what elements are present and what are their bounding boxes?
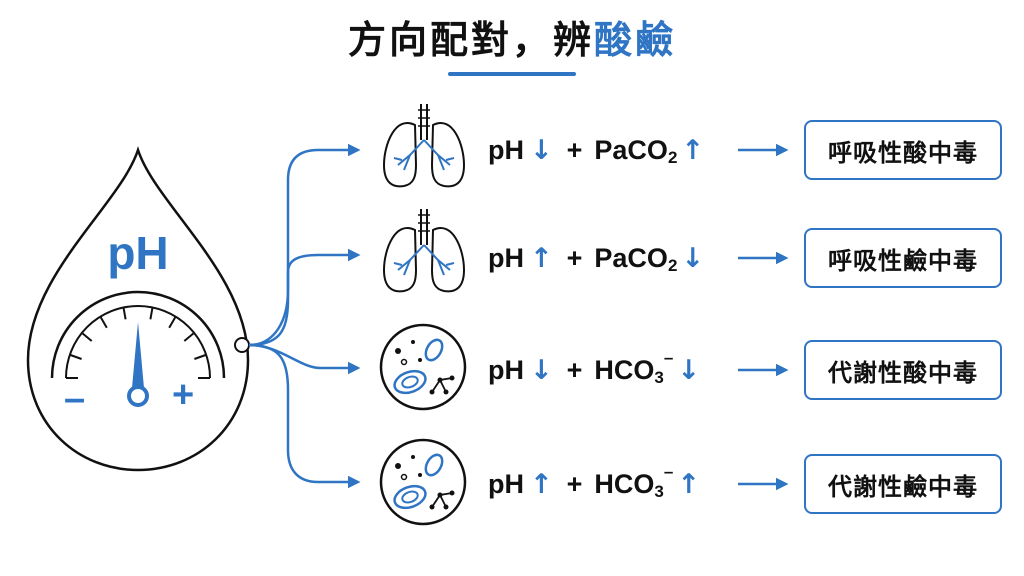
plus-sign: + bbox=[566, 242, 583, 273]
plus-sign: + bbox=[566, 468, 583, 499]
compound-text: PaCO bbox=[594, 242, 668, 273]
ph-down-arrow-icon: ↓ bbox=[530, 134, 553, 166]
compound-text: HCO bbox=[594, 468, 655, 499]
title-highlight: 酸鹼 bbox=[594, 18, 677, 62]
ph-up-arrow-icon: ↑ bbox=[530, 242, 553, 274]
branch-arrows bbox=[248, 143, 361, 489]
result-box-2: 呼吸性鹼中毒 bbox=[804, 228, 1002, 288]
gauge-icon bbox=[50, 290, 226, 407]
compound-subscript: 3 bbox=[654, 368, 664, 387]
title-main: 方向配對，辨 bbox=[347, 18, 594, 62]
compound-down-arrow-icon: ↓ bbox=[681, 242, 705, 274]
ph-up-arrow-icon: ↑ bbox=[530, 468, 553, 500]
cell-icon bbox=[379, 323, 467, 411]
compound-up-arrow-icon: ↑ bbox=[681, 134, 705, 166]
plus-sign: + bbox=[566, 354, 583, 385]
plus-sign: + bbox=[566, 134, 583, 165]
ph-text: pH bbox=[488, 468, 524, 499]
gauge-plus: + bbox=[172, 374, 195, 416]
branch-arrow-2 bbox=[248, 248, 361, 347]
page-title: 方向配對，辨酸鹼 bbox=[0, 14, 1024, 66]
compound-up-arrow-icon: ↑ bbox=[677, 468, 700, 500]
compound-subscript: 2 bbox=[667, 148, 678, 167]
gauge-hub bbox=[127, 385, 149, 407]
compound-text: HCO bbox=[594, 354, 655, 385]
compound-subscript: 2 bbox=[667, 256, 678, 275]
branch-arrow-4 bbox=[248, 343, 361, 489]
branch-node bbox=[234, 337, 250, 353]
cell-icon bbox=[379, 438, 467, 526]
compound-down-arrow-icon: ↓ bbox=[677, 354, 700, 386]
ph-drop bbox=[26, 145, 250, 472]
ph-text: pH bbox=[488, 354, 524, 385]
result-box-4: 代謝性鹼中毒 bbox=[804, 454, 1002, 514]
drop-ph-label: pH bbox=[107, 227, 169, 279]
gauge-minus: – bbox=[64, 378, 86, 420]
branch-arrow-3 bbox=[248, 343, 361, 375]
result-box-3: 代謝性酸中毒 bbox=[804, 340, 1002, 400]
compound-text: PaCO bbox=[594, 134, 668, 165]
lungs-icon bbox=[382, 104, 466, 188]
lungs-icon bbox=[382, 209, 466, 293]
drop-outline bbox=[26, 145, 250, 472]
branch-arrow-1 bbox=[248, 143, 361, 347]
ph-down-arrow-icon: ↓ bbox=[530, 354, 553, 386]
ph-text: pH bbox=[488, 242, 524, 273]
result-arrows bbox=[738, 143, 789, 491]
compound-superscript: – bbox=[663, 348, 674, 367]
result-box-1: 呼吸性酸中毒 bbox=[804, 120, 1002, 180]
title-underline bbox=[448, 72, 576, 76]
ph-text: pH bbox=[488, 134, 524, 165]
compound-subscript: 3 bbox=[654, 482, 664, 501]
gauge-needle bbox=[132, 322, 144, 388]
compound-superscript: – bbox=[663, 462, 674, 481]
